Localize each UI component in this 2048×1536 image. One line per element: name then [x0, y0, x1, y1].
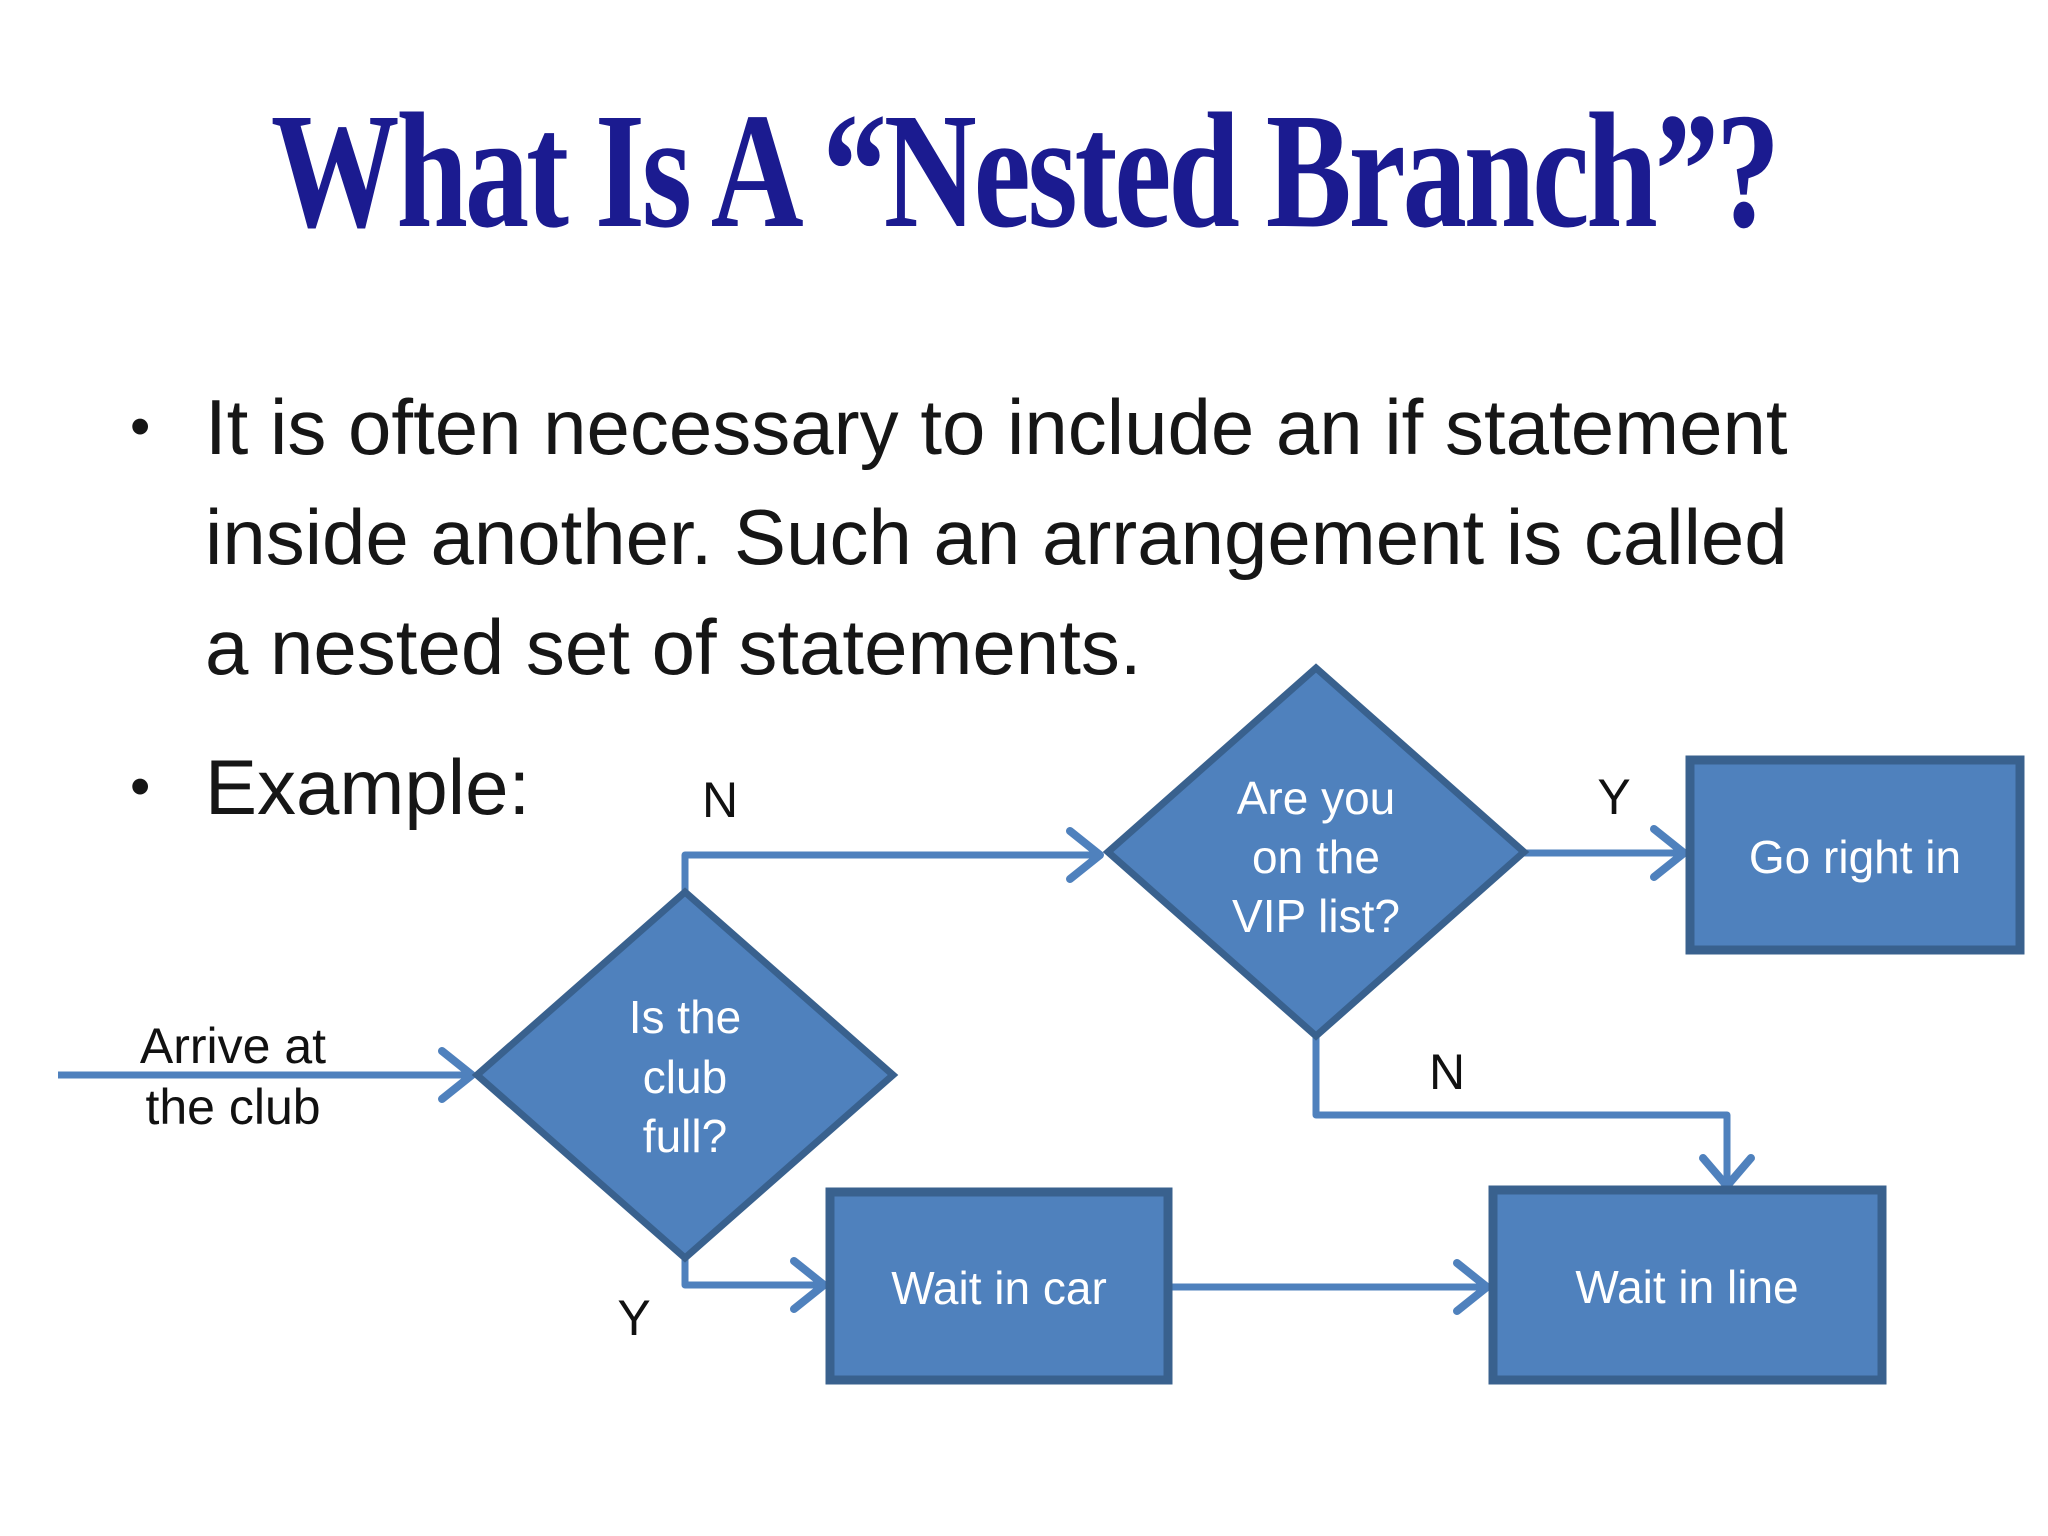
- go-right-in-step: Go right in: [1685, 755, 2025, 955]
- branch-label-club-yes: Y: [617, 1290, 650, 1346]
- arrowhead-right-icon: [1650, 825, 1688, 881]
- branch-label-vip-no: N: [1429, 1044, 1465, 1100]
- process-box-shape: [1488, 1185, 1887, 1385]
- arrowhead-right-icon: [1453, 1259, 1491, 1315]
- arrive-at-club-label: Arrive at the club: [140, 1018, 326, 1135]
- wait-in-car-step: Wait in car: [825, 1187, 1173, 1385]
- process-box-shape: [1685, 755, 2025, 955]
- arrive-label-line: Arrive at: [140, 1018, 326, 1074]
- bullet-line: a nested set of statements.: [205, 603, 1142, 691]
- bullet-line: Example:: [205, 743, 531, 831]
- slide-title: What Is A “Nested Branch”?: [270, 79, 1780, 262]
- branch-label-club-no: N: [702, 772, 738, 828]
- vip-no-connector: [1312, 1036, 1755, 1190]
- club-no-connector: [681, 827, 1104, 892]
- vip-text-line: on the: [1252, 831, 1380, 883]
- bullet-item-2: • Example:: [130, 732, 530, 842]
- car-to-line-connector: [1168, 1259, 1491, 1315]
- vip-text-line: VIP list?: [1232, 890, 1400, 942]
- wait-in-car-label: Wait in car: [891, 1262, 1107, 1314]
- vip-list-decision: Are you on the VIP list?: [1102, 663, 1530, 1041]
- club-full-text-line: club: [643, 1051, 727, 1103]
- bullet-text-block: Example:: [205, 732, 530, 842]
- bullet-text-block: It is often necessary to include an if s…: [205, 372, 1788, 702]
- process-box-shape: [825, 1187, 1173, 1385]
- branch-label-vip-yes: Y: [1597, 769, 1630, 825]
- go-right-in-label: Go right in: [1749, 831, 1961, 883]
- arrowhead-right-icon: [1066, 827, 1104, 883]
- club-full-text-line: full?: [643, 1110, 727, 1162]
- bullet-dot: •: [130, 754, 151, 819]
- bullet-item-1: • It is often necessary to include an if…: [130, 372, 1788, 702]
- bullet-dot: •: [130, 394, 151, 459]
- bullet-line: inside another. Such an arrangement is c…: [205, 493, 1788, 581]
- arrowhead-right-icon: [790, 1257, 828, 1313]
- diamond-shape: [471, 887, 899, 1263]
- wait-in-line-step: Wait in line: [1488, 1185, 1887, 1385]
- bullet-line: It is often necessary to include an if s…: [205, 383, 1788, 471]
- club-full-decision: Is the club full?: [471, 887, 899, 1263]
- diamond-shape: [1102, 663, 1530, 1041]
- club-full-text-line: Is the: [629, 991, 742, 1043]
- arrive-label-line: the club: [145, 1079, 320, 1135]
- club-yes-connector: [681, 1257, 828, 1313]
- vip-text-line: Are you: [1237, 772, 1396, 824]
- vip-yes-connector: [1524, 825, 1688, 881]
- wait-in-line-label: Wait in line: [1575, 1261, 1798, 1313]
